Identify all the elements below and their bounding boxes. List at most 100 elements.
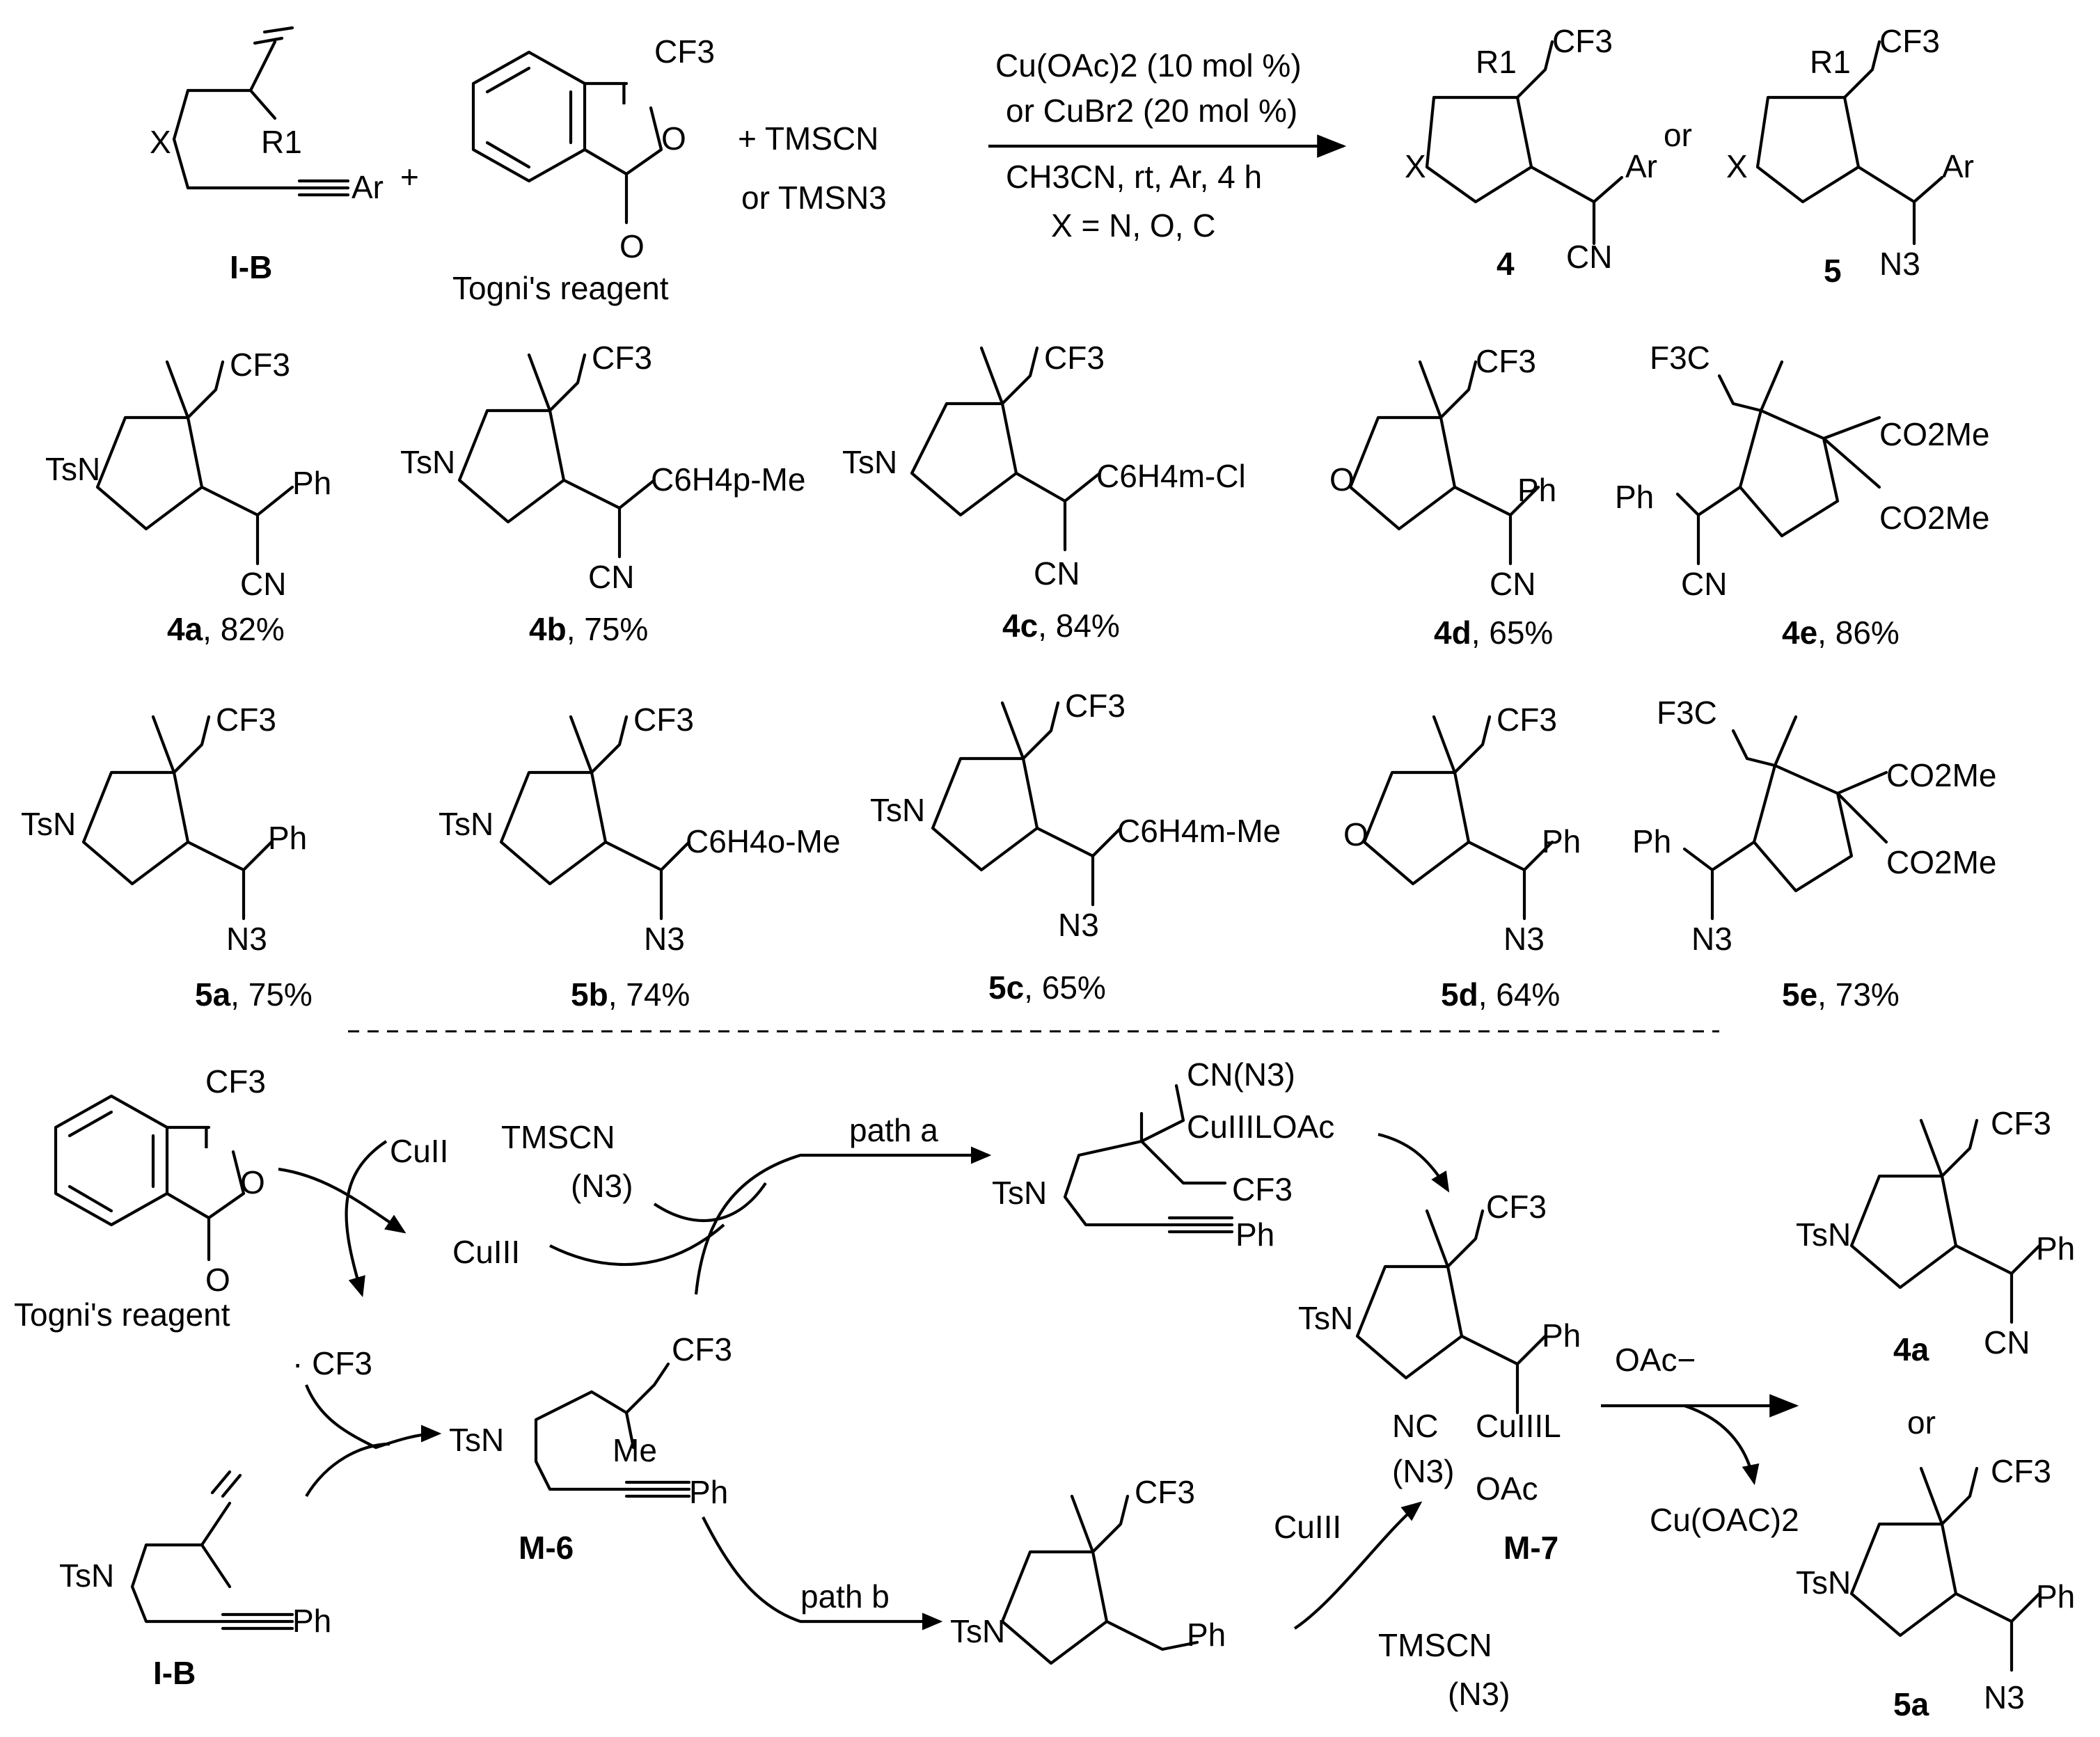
cu2-label: CuII: [390, 1133, 448, 1169]
compound-5b-caption: 5b, 74%: [571, 976, 690, 1013]
ts-n-label: TsN: [439, 806, 494, 842]
atom-oxygen-carbonyl: O: [205, 1262, 230, 1298]
atom-r1: R1: [1810, 44, 1851, 80]
product-5-label: 5: [1824, 253, 1842, 289]
ph-label: Ph: [292, 1603, 331, 1639]
compound-id: 5c: [988, 969, 1024, 1006]
ph-label: Ph: [1632, 823, 1671, 859]
product-4b: TsN CF3 C6H4p-Me CN 4b, 75%: [400, 340, 805, 647]
compound-id: 4d: [1434, 614, 1471, 651]
ph-label: Ph: [1542, 823, 1581, 859]
condition-3: CH3CN, rt, Ar, 4 h: [1006, 159, 1262, 195]
m7-cu: CuIIIL: [1476, 1408, 1561, 1444]
atom-x: X: [1405, 148, 1426, 184]
f3c-label: F3C: [1657, 695, 1717, 731]
product-4a-label: 4a: [1893, 1331, 1929, 1367]
atom-ar: Ar: [1942, 148, 1974, 184]
togni-reagent-mechanism: I CF3 O O Togni's reagent: [14, 1063, 266, 1333]
compound-id: 4a: [167, 611, 203, 647]
final-product-4a: TsN CF3 Ph CN 4a: [1796, 1105, 2075, 1367]
cf3-label: CF3: [654, 33, 715, 70]
atom-ar: Ar: [1625, 148, 1657, 184]
n3-label: N3: [1879, 246, 1920, 282]
arrow-tmscn: [653, 1182, 767, 1223]
aryl-label: C6H4p-Me: [651, 461, 805, 498]
radical-M-6: TsN CF3 Me Ph M-6: [449, 1331, 732, 1566]
compound-yield: , 64%: [1478, 976, 1561, 1013]
path-a-label: path a: [849, 1112, 938, 1148]
cn-label: CN: [1984, 1324, 2030, 1361]
m7-n3: (N3): [1392, 1453, 1454, 1489]
aryl-label: C6H4m-Cl: [1096, 458, 1246, 494]
arrow-togni-to-cu3: [278, 1167, 406, 1234]
ts-n-label: TsN: [45, 451, 100, 487]
aryl-label: C6H4m-Me: [1117, 813, 1281, 849]
path-a-arrow: [694, 1146, 992, 1295]
cf3-label: CF3: [1135, 1474, 1195, 1510]
cf3-label: CF3: [1065, 688, 1126, 724]
reaction-conditions: Cu(OAc)2 (10 mol %) or CuBr2 (20 mol %) …: [988, 47, 1347, 244]
ph-label: Ph: [1517, 472, 1556, 508]
compound-5e-caption: 5e, 73%: [1782, 976, 1900, 1013]
cu-complex-mid: CuIIILOAc: [1187, 1109, 1334, 1145]
n3-label: N3: [226, 921, 267, 957]
cu-intermediate: TsN CN(N3) CuIIILOAc CF3 Ph: [992, 1056, 1334, 1253]
product-4c: TsN CF3 C6H4m-Cl CN 4c, 84%: [842, 340, 1246, 644]
me-label: Me: [613, 1432, 657, 1468]
plus-sign: +: [400, 159, 419, 195]
ts-n-label: TsN: [950, 1613, 1005, 1649]
product-5a: TsN CF3 Ph N3 5a, 75%: [21, 701, 313, 1013]
compound-yield: , 65%: [1471, 614, 1554, 651]
n3-label: N3: [1503, 921, 1545, 957]
product-4d: O CF3 Ph CN 4d, 65%: [1329, 343, 1556, 651]
product-5d: O CF3 Ph N3 5d, 64%: [1343, 701, 1581, 1013]
m7-label: M-7: [1503, 1530, 1558, 1566]
cf3-label: CF3: [1044, 340, 1105, 376]
ts-n-label: TsN: [870, 792, 925, 828]
ts-n-label: TsN: [1796, 1216, 1851, 1253]
cf3-label: CF3: [1486, 1189, 1547, 1225]
cn-label: CN: [1490, 566, 1535, 602]
compound-4a-caption: 4a, 82%: [167, 611, 285, 647]
ph-label: Ph: [1542, 1317, 1581, 1354]
product-5e: F3C CO2Me CO2Me Ph N3 5e, 73%: [1632, 695, 1996, 1013]
product-5b: TsN CF3 C6H4o-Me N3 5b, 74%: [439, 701, 840, 1013]
compound-id: 4c: [1002, 608, 1038, 644]
compound-id: 4b: [529, 611, 567, 647]
arrow-to-m7: [1377, 1132, 1450, 1193]
compound-yield: , 75%: [230, 976, 313, 1013]
or-text: or: [1907, 1404, 1936, 1441]
product-5c: TsN CF3 C6H4m-Me N3 5c, 65%: [870, 688, 1281, 1006]
n3-bottom: (N3): [1448, 1676, 1510, 1712]
ts-n-label: TsN: [400, 444, 455, 480]
atom-oxygen: O: [661, 120, 686, 157]
copper-complex-M-7: TsN CF3 Ph NC CuIIIL (N3) OAc M-7: [1298, 1189, 1581, 1566]
atom-oxygen: O: [240, 1164, 265, 1200]
compound-5c-caption: 5c, 65%: [988, 969, 1106, 1006]
cn-label: CN: [1034, 555, 1080, 592]
aryl-label: C6H4o-Me: [686, 823, 840, 859]
cn-label: CN: [1566, 239, 1612, 275]
compound-id: 5b: [571, 976, 608, 1013]
atom-r1: R1: [1476, 44, 1517, 80]
togni-reagent-top: I CF3 O O Togni's reagent: [452, 33, 715, 306]
cf3-label: CF3: [1552, 23, 1613, 59]
atom-x: X: [1726, 148, 1748, 184]
atom-iodine: I: [619, 75, 629, 111]
product-4-label: 4: [1497, 246, 1515, 282]
cf3-radical-label: · CF3: [292, 1345, 372, 1381]
atom-x: X: [150, 124, 171, 160]
n3-label: N3: [1691, 921, 1732, 957]
compound-yield: , 65%: [1024, 969, 1106, 1006]
substrate-label: I-B: [230, 249, 272, 285]
ph-label: Ph: [1235, 1216, 1274, 1253]
product-5-general: X R1 CF3 Ar N3 5: [1726, 23, 1974, 289]
vinyl-radical-intermediate: TsN CF3 Ph: [950, 1474, 1226, 1665]
cu3-bottom: CuIII: [1274, 1509, 1341, 1545]
compound-yield: , 74%: [608, 976, 690, 1013]
togni-label: Togni's reagent: [14, 1296, 230, 1333]
compound-yield: , 82%: [203, 611, 285, 647]
ph-label: Ph: [1615, 479, 1654, 515]
ph-label: Ph: [689, 1474, 728, 1510]
atom-oxygen-carbonyl: O: [619, 228, 645, 264]
